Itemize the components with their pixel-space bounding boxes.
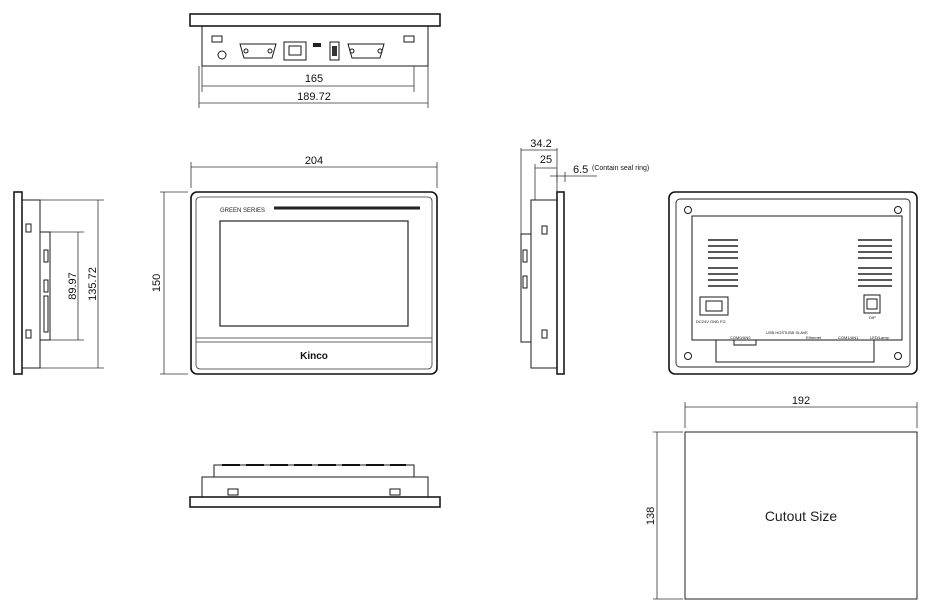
right-bezel [556, 191, 565, 375]
top-bezel [189, 13, 441, 27]
front-bezel-inner [195, 196, 433, 370]
label-com1: COM1/AN1 [838, 335, 859, 340]
clip-left [211, 35, 223, 43]
bottom-clip-right [389, 488, 401, 496]
clip-right [403, 35, 415, 43]
usb-port-icon [329, 41, 340, 61]
back-inner [675, 198, 911, 368]
label-power: DC24V GND FG [696, 319, 726, 324]
vents-right [858, 239, 892, 287]
side-bezel [13, 191, 23, 375]
seal-note: (Contain seal ring) [592, 165, 649, 172]
screw-icon-tr [894, 206, 902, 214]
dim-cutout-height: 138 [645, 507, 657, 525]
label-ethernet: Ethernet [806, 335, 822, 340]
dim-side-outer: 135.72 [87, 267, 99, 301]
right-body [530, 199, 558, 369]
db9-port-icon-2 [347, 43, 385, 59]
back-outer [668, 191, 918, 375]
series-label: GREEN SERIES [220, 208, 265, 214]
lcd-screen [219, 220, 409, 327]
bottom-body [201, 476, 429, 498]
back-port-strip [715, 339, 875, 363]
cutout-label: Cutout Size [765, 508, 838, 524]
dim-depth-body: 25 [540, 154, 552, 166]
screw-icon-tl [684, 206, 692, 214]
vents-left [708, 239, 738, 287]
side-rear [39, 231, 51, 341]
label-usb-slave: USB SLAVE [786, 330, 808, 335]
dim-depth-total: 34.2 [530, 138, 551, 150]
front-view: 204 150 GREEN SERIES Kinco [151, 155, 438, 375]
dim-top-outer: 189.72 [297, 91, 331, 103]
top-view: 165 189.72 [189, 13, 441, 108]
dim-seal: 6.5 [573, 164, 588, 176]
label-usb-host: USB HOST [766, 330, 787, 335]
ethernet-port-icon [283, 41, 307, 61]
label-com0: COM0/AN0 [730, 335, 751, 340]
dim-side-inner: 89.97 [67, 272, 79, 300]
dim-front-width: 204 [305, 155, 323, 167]
left-side-view: 89.97 135.72 [13, 191, 104, 375]
bottom-view [189, 464, 441, 508]
led-icon [313, 43, 321, 47]
dim-cutout-width: 192 [792, 395, 810, 407]
dim-top-inner: 165 [305, 73, 323, 85]
screw-icon-br [894, 352, 902, 360]
power-terminal-icon [699, 296, 729, 316]
dip-switch-icon [863, 294, 881, 314]
brand-logo: Kinco [300, 351, 328, 362]
screw-icon-bl [684, 352, 692, 360]
right-side-view: 34.2 25 6.5 (Contain seal ring) [520, 138, 649, 375]
back-view: DC24V GND FG COM0/AN0 USB HOST USB SLAVE… [668, 191, 918, 375]
cutout-rect [684, 431, 918, 600]
bottom-rear [213, 464, 415, 478]
dim-front-height: 150 [151, 274, 163, 292]
cutout-view: 192 138 Cutout Size [645, 395, 918, 600]
label-led: LED/Lamp [870, 335, 890, 340]
bottom-bezel [189, 496, 441, 508]
label-dip: DIP [869, 315, 876, 320]
db9-port-icon [239, 43, 277, 59]
bottom-clip-left [227, 488, 239, 496]
top-body [201, 25, 429, 67]
ground-screw-icon [217, 50, 227, 60]
